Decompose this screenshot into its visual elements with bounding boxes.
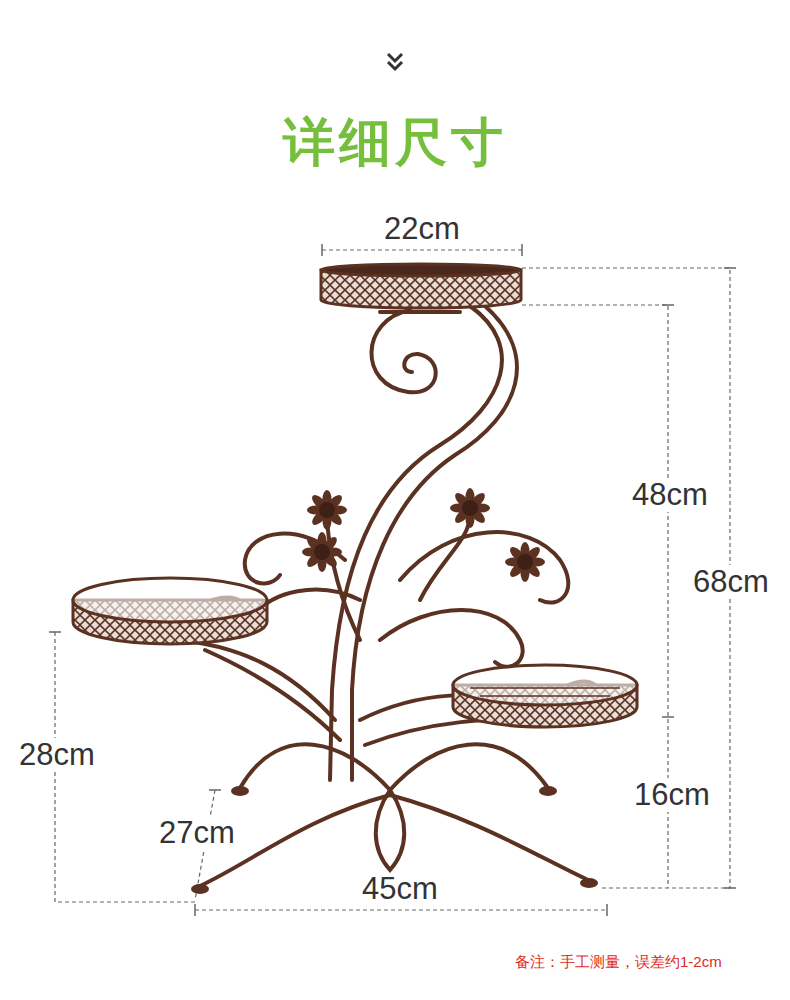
top-tray-rim	[321, 264, 521, 276]
dimension-label: 22cm	[384, 212, 460, 246]
tick-marks	[49, 244, 736, 916]
foot	[539, 786, 557, 796]
flower	[302, 532, 342, 572]
scroll	[371, 310, 435, 392]
foot	[231, 786, 249, 796]
tray-support	[380, 310, 460, 314]
foot	[191, 884, 209, 894]
flower-stem	[420, 515, 470, 600]
right-tray-rim	[453, 665, 637, 705]
foot	[580, 878, 598, 888]
leg	[376, 790, 405, 870]
dimension-line	[195, 909, 607, 910]
dimension-line	[322, 249, 522, 250]
dimension-label: 28cm	[16, 738, 98, 772]
flower	[307, 490, 347, 530]
dimension-lines	[55, 250, 730, 910]
page-title: 详细尺寸	[283, 114, 507, 171]
dimension-label: 27cm	[156, 816, 238, 850]
dimension-label: 16cm	[631, 778, 713, 812]
measurement-note: 备注：手工测量，误差约1-2cm	[515, 954, 722, 971]
tray-grid	[470, 688, 620, 696]
arm	[175, 640, 335, 720]
dimension-label: 48cm	[629, 478, 711, 512]
leg	[240, 744, 548, 790]
flower	[505, 542, 545, 582]
dimension-ticks	[49, 244, 736, 916]
scroll	[380, 610, 523, 667]
left-tray-rim	[73, 578, 267, 622]
dimension-label: 68cm	[690, 565, 772, 599]
flower	[450, 488, 490, 528]
dimension-label: 45cm	[362, 872, 438, 906]
arm	[205, 650, 340, 740]
chevron-icon	[388, 54, 402, 69]
